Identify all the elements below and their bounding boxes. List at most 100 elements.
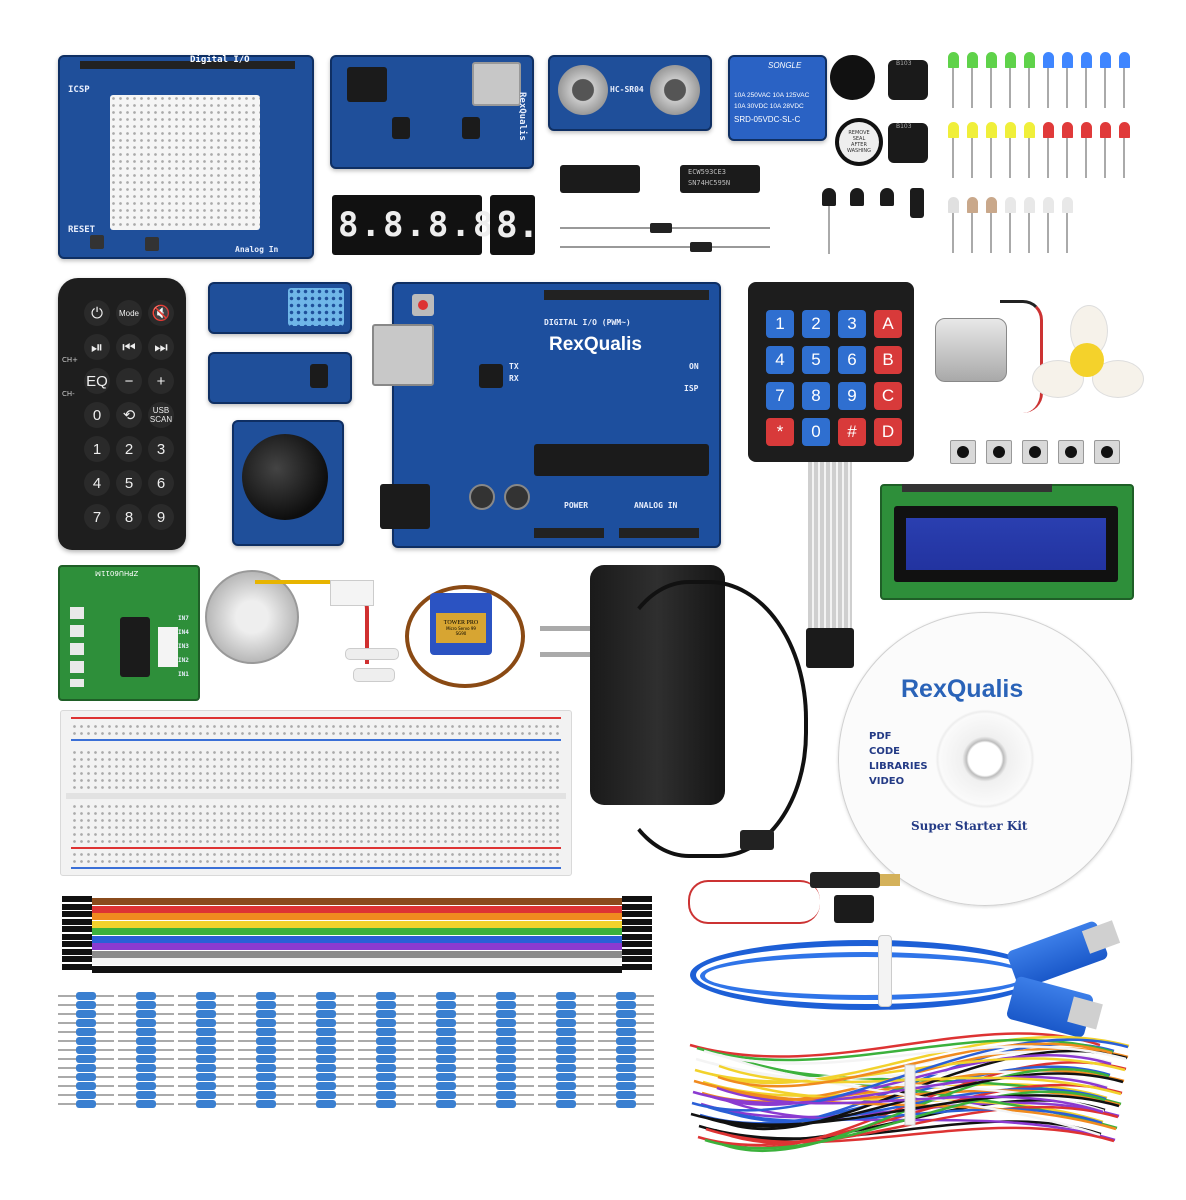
sticker-line-3: AFTER — [851, 142, 867, 148]
led — [1005, 122, 1016, 138]
ultrasonic-transducer-right — [650, 65, 700, 115]
ribbon-wire — [92, 913, 622, 920]
jumper-housing — [622, 903, 652, 910]
led — [1062, 122, 1073, 138]
usb-b-port — [372, 324, 434, 386]
jumper-wire — [710, 1035, 1130, 1085]
resistor — [598, 1037, 654, 1045]
lcd1602-module — [880, 484, 1134, 600]
resistor — [298, 1028, 354, 1036]
ribbon-wire — [92, 950, 622, 958]
resistor — [58, 1082, 114, 1090]
remote-key: EQ — [84, 368, 110, 394]
resistor — [598, 1064, 654, 1072]
resistor — [58, 1091, 114, 1099]
shift-register-label-2: SN74HC595N — [688, 179, 731, 187]
digital-header — [544, 290, 709, 300]
led — [1024, 122, 1035, 138]
power-module-brand: RexQualis — [517, 92, 527, 141]
resistor — [298, 1064, 354, 1072]
tactile-button — [1058, 440, 1084, 464]
resistor — [538, 992, 594, 1000]
resistor — [478, 1100, 534, 1108]
resistor — [118, 1046, 174, 1054]
ribbon-wire — [92, 928, 622, 935]
keypad-key: A — [874, 310, 902, 338]
driver-connector — [158, 627, 178, 667]
resistor — [358, 1001, 414, 1009]
led-row-3 — [940, 197, 1140, 257]
adapter-prongs — [540, 620, 592, 665]
resistor — [118, 1028, 174, 1036]
analog-header — [619, 528, 699, 538]
jumper-wire — [703, 1045, 1127, 1065]
resistor — [538, 1019, 594, 1027]
resistor — [418, 1091, 474, 1099]
resistor — [478, 1010, 534, 1018]
jumper-housing — [622, 911, 652, 917]
resistor — [538, 1046, 594, 1054]
resistor — [238, 1064, 294, 1072]
resistor — [238, 1019, 294, 1027]
dht11-grille — [288, 288, 344, 326]
resistor — [298, 1073, 354, 1081]
led — [948, 197, 959, 213]
resistor — [478, 1019, 534, 1027]
ir-receiver — [310, 364, 328, 388]
servo-body: TOWER PRO Micro Servo 99 SG90 — [430, 593, 492, 655]
jumper-housing — [62, 963, 92, 970]
remote-key: 5 — [116, 470, 142, 496]
proto-reset-label: RESET — [68, 225, 96, 235]
four-digit-display: 8.8.8.8. — [332, 195, 516, 255]
resistor — [178, 1055, 234, 1063]
ribbon-wire — [92, 935, 622, 943]
relay-line-1: 10A 250VAC 10A 125VAC — [734, 92, 810, 99]
dc-motor — [935, 318, 1007, 382]
barrel-plug — [810, 872, 880, 888]
resistor — [298, 1091, 354, 1099]
resistor — [598, 1055, 654, 1063]
resistor — [418, 1073, 474, 1081]
uln2003-chip — [120, 617, 150, 677]
resistor — [538, 1055, 594, 1063]
remote-key: 2 — [116, 436, 142, 462]
terminal-holes-bottom — [71, 803, 561, 845]
keypad-connector — [806, 628, 854, 668]
cd-item-libraries: LIBRARIES — [869, 761, 928, 772]
servo-number: SG90 — [455, 631, 467, 636]
tactile-button — [1094, 440, 1120, 464]
remote-key: 3 — [148, 436, 174, 462]
led — [967, 52, 978, 68]
led — [1119, 122, 1130, 138]
led-leg — [1009, 68, 1011, 108]
resistor — [238, 1055, 294, 1063]
tactile-button — [950, 440, 976, 464]
resistor — [418, 1046, 474, 1054]
resistor — [238, 1001, 294, 1009]
driver-leds — [70, 607, 84, 687]
relay-line-2: 10A 30VDC 10A 28VDC — [734, 103, 804, 110]
resistor — [118, 992, 174, 1000]
jumper-housing — [622, 948, 652, 955]
resistor — [418, 1055, 474, 1063]
lcd-header-pins — [902, 484, 1052, 492]
motor-wires — [1000, 300, 1043, 413]
resistor — [598, 1046, 654, 1054]
uno-rx-label: RX — [509, 374, 519, 383]
rail-holes-top — [71, 723, 561, 737]
remote-key: + — [148, 368, 174, 394]
resistor — [418, 1028, 474, 1036]
prototype-shield: ICSP Digital I/O RESET Analog In — [58, 55, 314, 259]
uno-power-label: POWER — [564, 501, 589, 510]
joystick-module — [232, 420, 344, 546]
keypad-ribbon-cable — [808, 462, 852, 632]
ribbon-wire — [92, 943, 622, 950]
resistor — [478, 1028, 534, 1036]
driver-pin-4: IN2 — [178, 657, 189, 664]
resistor — [58, 1073, 114, 1081]
resistor — [118, 1010, 174, 1018]
dht11-sensor-module — [208, 282, 352, 334]
transistor-legs — [828, 206, 930, 254]
atmega-chip — [534, 444, 709, 476]
